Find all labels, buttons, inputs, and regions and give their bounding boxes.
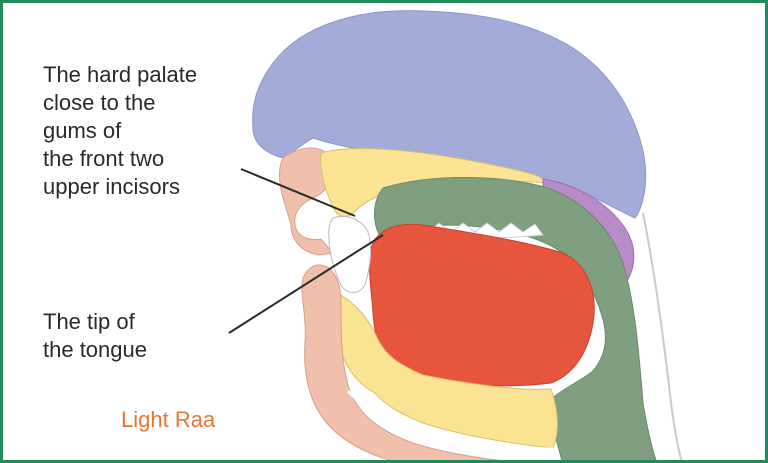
tongue-tip-label-line: The tip of [43, 309, 135, 334]
jaw-edge-line [346, 389, 556, 451]
neck-outline [642, 212, 683, 460]
incisors [328, 216, 372, 293]
hard-palate-label-line: the front two [43, 146, 165, 171]
tongue-tip-label: The tip of the tongue [43, 308, 147, 364]
tongue-tip-label-line: the tongue [43, 337, 147, 362]
hard-palate-label: The hard palate close to the gums of the… [43, 61, 197, 201]
hard-palate-label-line: upper incisors [43, 174, 180, 199]
mouth-cross-section-diagram [228, 10, 683, 460]
oral-cavity-region [368, 223, 595, 387]
hard-palate-pointer-line [240, 168, 356, 217]
hard-palate-label-line: The hard palate [43, 62, 198, 87]
tongue-tip-pointer-line [228, 234, 384, 334]
hard-palate-label-line: close to the [43, 90, 156, 115]
diagram-caption: Light Raa [121, 407, 216, 432]
hard-palate-label-line: gums of [43, 118, 122, 143]
chin-region [301, 264, 501, 460]
